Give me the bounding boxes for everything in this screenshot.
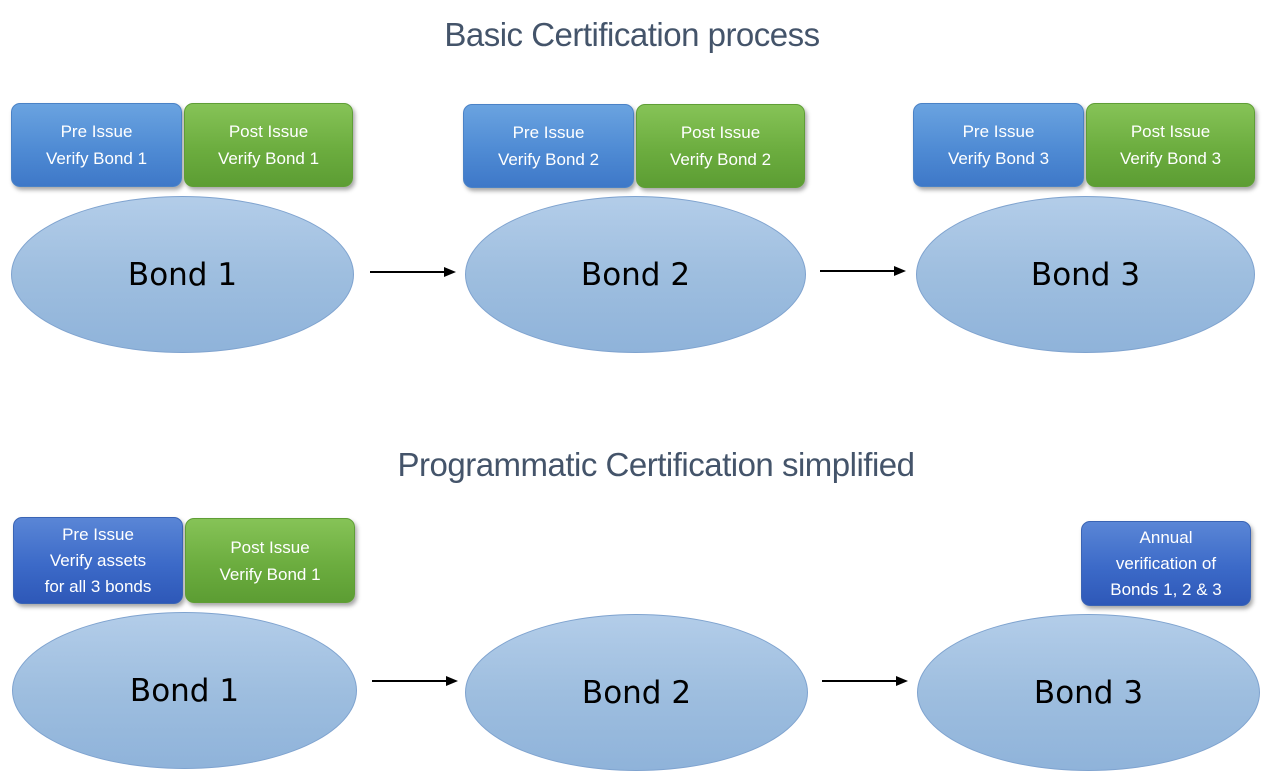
basic-certification-title: Basic Certification process <box>444 16 820 53</box>
bond-1-ellipse: Bond 1 <box>12 612 357 769</box>
annual-bonds-label: Bonds 1, 2 & 3 <box>1110 579 1222 599</box>
pre-issue-box-bond-2: Pre Issue Verify Bond 2 <box>463 104 634 188</box>
bond-3-ellipse: Bond 3 <box>917 614 1260 771</box>
post-issue-box-bond-2: Post Issue Verify Bond 2 <box>636 104 805 188</box>
post-issue-box-bond-1: Post Issue Verify Bond 1 <box>185 518 355 603</box>
pre-issue-box-bond-1: Pre Issue Verify Bond 1 <box>11 103 182 187</box>
programmatic-certification-title: Programmatic Certification simplified <box>397 446 916 483</box>
pre-issue-label: Pre Issue <box>62 524 134 544</box>
bond-2-ellipse: Bond 2 <box>465 196 806 353</box>
post-issue-verify-label: Verify Bond 1 <box>217 149 320 168</box>
post-issue-label: Post Issue <box>228 122 309 141</box>
post-issue-box-bond-1: Post Issue Verify Bond 1 <box>184 103 353 187</box>
pre-issue-verify-label: Verify Bond 2 <box>497 150 600 169</box>
arrow-bond-1-to-2 <box>372 676 458 686</box>
pre-issue-box-bond-3: Pre Issue Verify Bond 3 <box>913 103 1084 187</box>
bond-1-ellipse: Bond 1 <box>11 196 354 353</box>
pre-issue-box-all-bonds: Pre Issue Verify assets for all 3 bonds <box>13 517 183 604</box>
bond-3-ellipse: Bond 3 <box>916 196 1255 353</box>
annual-verification-box: Annual verification of Bonds 1, 2 & 3 <box>1081 521 1251 606</box>
annual-verification-label: verification of <box>1115 553 1217 573</box>
post-issue-label: Post Issue <box>680 123 761 142</box>
post-issue-label: Post Issue <box>1130 122 1211 141</box>
post-issue-box-bond-3: Post Issue Verify Bond 3 <box>1086 103 1255 187</box>
arrow-bond-1-to-2 <box>370 267 456 277</box>
pre-issue-verify-label: Verify assets <box>49 550 147 570</box>
arrow-bond-2-to-3 <box>822 676 908 686</box>
post-issue-label: Post Issue <box>230 537 310 557</box>
pre-issue-label: Pre Issue <box>512 123 585 142</box>
annual-label: Annual <box>1139 527 1193 547</box>
pre-issue-scope-label: for all 3 bonds <box>44 576 152 596</box>
arrow-bond-2-to-3 <box>820 266 906 276</box>
post-issue-verify-label: Verify Bond 3 <box>1119 149 1222 168</box>
pre-issue-label: Pre Issue <box>962 122 1035 141</box>
post-issue-verify-label: Verify Bond 2 <box>669 150 772 169</box>
post-issue-verify-label: Verify Bond 1 <box>219 564 321 584</box>
pre-issue-verify-label: Verify Bond 3 <box>947 149 1050 168</box>
bond-2-ellipse: Bond 2 <box>465 614 808 771</box>
pre-issue-verify-label: Verify Bond 1 <box>45 149 148 168</box>
pre-issue-label: Pre Issue <box>60 122 133 141</box>
